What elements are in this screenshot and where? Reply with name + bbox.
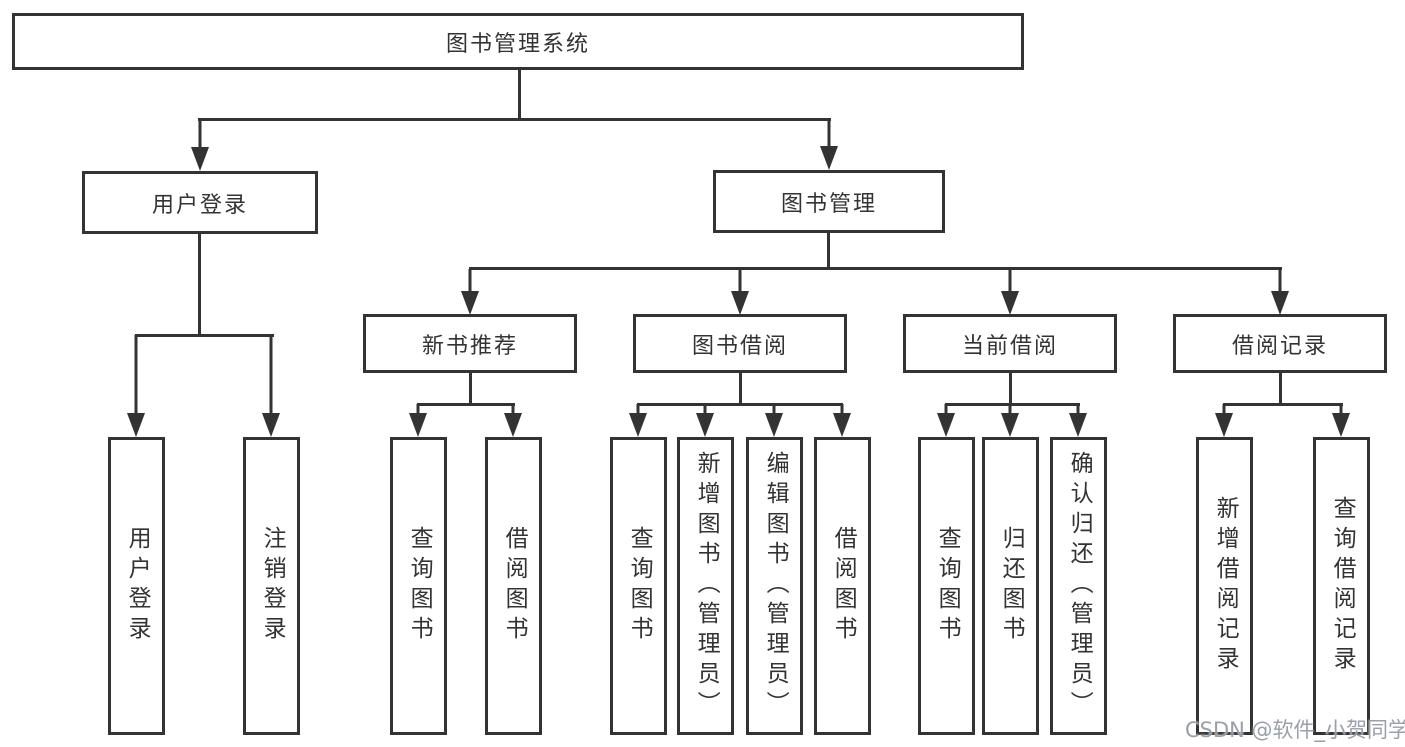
node-user-login: 用户登录 (82, 171, 318, 234)
node-book-mgmt: 图书管理 (713, 170, 945, 233)
connector-arrow-cb-confirm (1069, 404, 1087, 437)
node-leaf-bb-add: 新增图书（管理员） (677, 437, 734, 735)
connector-user-login-bar (135, 334, 274, 337)
node-leaf-nbr-borrow-label: 借阅图书 (501, 526, 528, 646)
node-leaf-nbr-query-label: 查询图书 (406, 526, 433, 646)
connector-arrow-new-book-rec (461, 269, 479, 315)
node-leaf-bb-query: 查询图书 (610, 437, 667, 735)
connector-book-mgmt-stem (827, 233, 830, 269)
connector-arrow-bb-query (629, 404, 647, 437)
csdn-watermark: CSDN @软件_小贺同学 (1185, 718, 1405, 742)
node-leaf-nbr-query: 查询图书 (390, 437, 447, 735)
node-library-system-label: 图书管理系统 (445, 31, 590, 57)
connector-arrow-cb-query (937, 404, 955, 437)
connector-borrow-record-bar (1223, 403, 1343, 406)
node-leaf-bb-borrow-label: 借阅图书 (830, 526, 857, 646)
connector-arrow-current-borrow (1001, 269, 1019, 315)
node-leaf-br-query-label: 查询借阅记录 (1329, 496, 1356, 676)
node-leaf-cb-return-label: 归还图书 (998, 526, 1025, 646)
node-library-system: 图书管理系统 (12, 13, 1024, 70)
node-new-book-rec: 新书推荐 (363, 314, 577, 373)
connector-new-book-rec-bar (417, 403, 515, 406)
node-leaf-user-login: 用户登录 (108, 437, 165, 735)
node-book-borrow: 图书借阅 (633, 314, 847, 373)
node-leaf-logout: 注销登录 (243, 437, 300, 735)
node-leaf-logout-label: 注销登录 (259, 526, 286, 646)
connector-arrow-book-borrow (731, 269, 749, 315)
node-borrow-record-label: 借阅记录 (1231, 333, 1328, 359)
node-leaf-nbr-borrow: 借阅图书 (485, 437, 542, 735)
node-leaf-bb-query-label: 查询图书 (626, 526, 653, 646)
connector-arrow-bb-add (696, 404, 714, 437)
connector-arrow-nbr-query (409, 404, 427, 437)
connector-arrow-bb-borrow (833, 404, 851, 437)
node-leaf-cb-query: 查询图书 (918, 437, 975, 735)
connector-arrow-cb-return (1001, 404, 1019, 437)
connector-book-borrow-bar (637, 403, 843, 406)
connector-current-borrow-stem (1009, 373, 1012, 405)
node-leaf-cb-confirm-label: 确认归还（管理员） (1066, 451, 1093, 721)
node-leaf-bb-edit: 编辑图书（管理员） (746, 437, 803, 735)
connector-borrow-record-stem (1279, 373, 1282, 405)
connector-new-book-rec-stem (469, 373, 472, 405)
node-new-book-rec-label: 新书推荐 (421, 333, 518, 359)
connector-arrow-br-add (1215, 404, 1233, 437)
connector-arrow-nbr-borrow (504, 404, 522, 437)
connector-arrow-bb-edit (765, 404, 783, 437)
connector-arrow-leaf-user-login (127, 335, 145, 437)
connector-book-mgmt-bar (469, 267, 1282, 270)
connector-arrow-book-mgmt (820, 119, 838, 170)
connector-root-stem (518, 70, 521, 120)
node-book-borrow-label: 图书借阅 (691, 333, 788, 359)
connector-arrow-user-login (191, 119, 209, 171)
node-current-borrow: 当前借阅 (903, 314, 1117, 373)
connector-root-bar (198, 118, 831, 121)
node-leaf-br-add-label: 新增借阅记录 (1212, 496, 1239, 676)
node-leaf-cb-confirm: 确认归还（管理员） (1050, 437, 1107, 735)
node-book-mgmt-label: 图书管理 (780, 191, 877, 217)
connector-arrow-leaf-logout (262, 335, 280, 437)
node-leaf-user-login-label: 用户登录 (124, 526, 151, 646)
node-current-borrow-label: 当前借阅 (961, 333, 1058, 359)
node-leaf-bb-add-label: 新增图书（管理员） (693, 451, 720, 721)
node-leaf-br-add: 新增借阅记录 (1196, 437, 1253, 735)
connector-user-login-stem (198, 234, 201, 336)
node-leaf-br-query: 查询借阅记录 (1313, 437, 1370, 735)
node-leaf-bb-edit-label: 编辑图书（管理员） (762, 451, 789, 721)
node-leaf-bb-borrow: 借阅图书 (814, 437, 871, 735)
node-leaf-cb-query-label: 查询图书 (934, 526, 961, 646)
connector-book-borrow-stem (739, 373, 742, 405)
connector-arrow-br-query (1332, 404, 1350, 437)
node-user-login-label: 用户登录 (151, 192, 248, 218)
connector-arrow-borrow-record (1271, 269, 1289, 315)
node-borrow-record: 借阅记录 (1173, 314, 1387, 373)
node-leaf-cb-return: 归还图书 (982, 437, 1039, 735)
